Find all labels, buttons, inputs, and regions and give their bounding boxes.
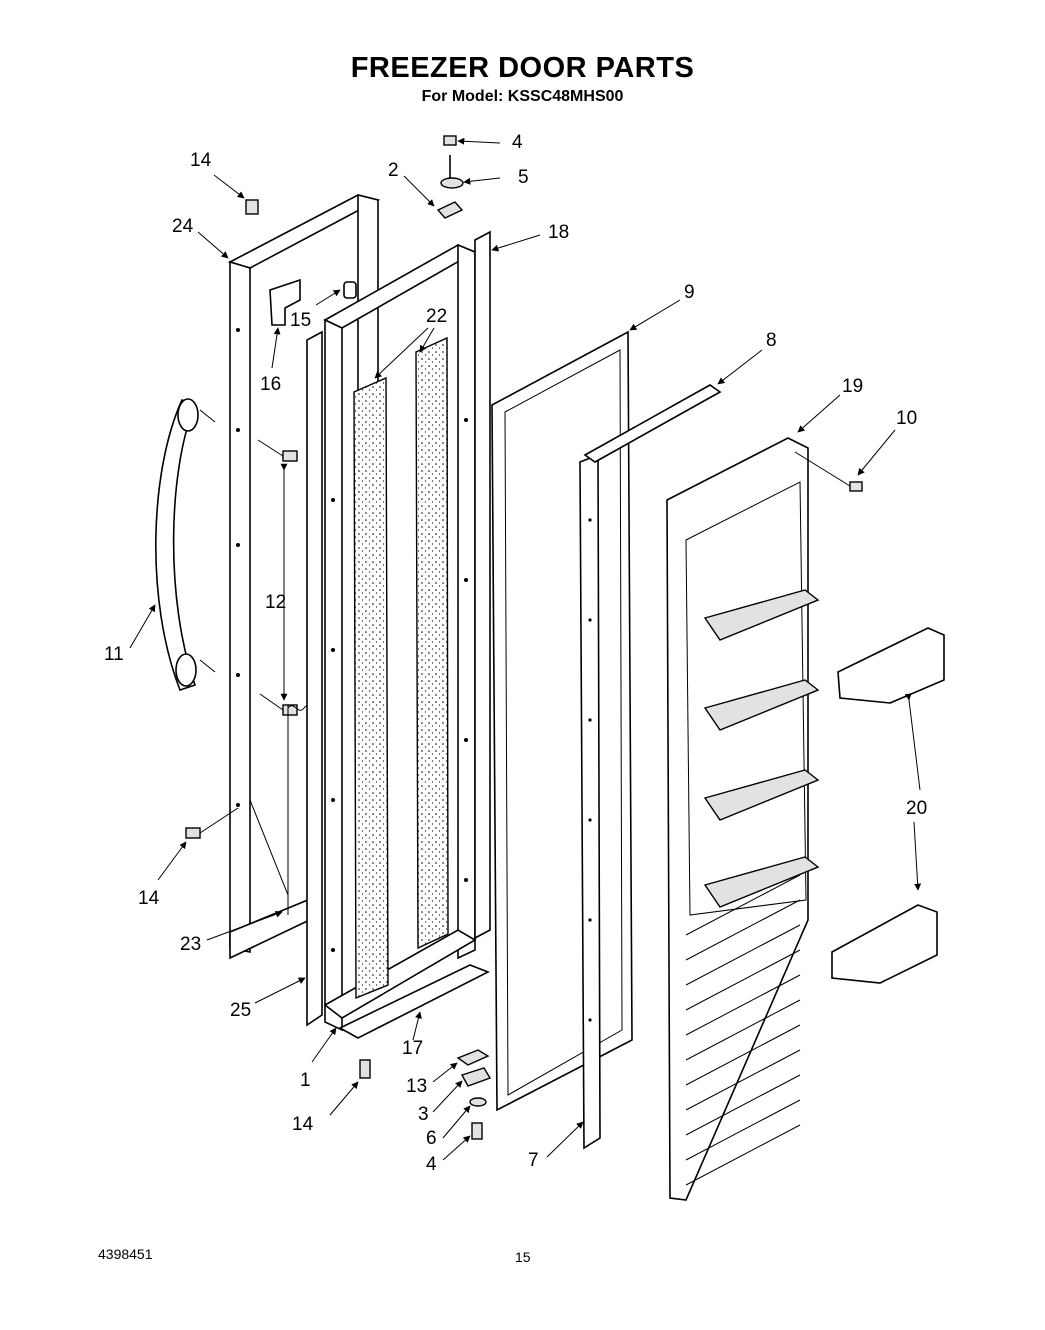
hinge-cap	[343, 281, 357, 299]
model-subtitle: For Model: KSSC48MHS00	[421, 88, 624, 105]
callout-16: 16	[260, 374, 281, 395]
callout-14: 14	[138, 888, 160, 909]
callout-1: 1	[300, 1070, 311, 1091]
callout-17: 17	[402, 1038, 423, 1059]
callout-10: 10	[896, 408, 917, 429]
right-trim-strip	[474, 230, 491, 940]
page-number: 15	[515, 1249, 531, 1265]
handle-screws	[257, 439, 298, 716]
bottom-hinge-assembly	[359, 1049, 492, 1140]
door-inner-liner	[666, 437, 820, 1201]
callout-20: 20	[906, 798, 927, 819]
callout-15: 15	[290, 310, 311, 331]
callout-6: 6	[426, 1128, 437, 1149]
screws	[185, 199, 863, 839]
callout-23: 23	[180, 934, 201, 955]
callout-5: 5	[518, 167, 529, 188]
liner-ribs	[685, 899, 801, 1186]
callout-2: 2	[388, 160, 399, 181]
callout-9: 9	[684, 282, 695, 303]
callout-22: 22	[426, 306, 447, 327]
leader-lines	[129, 137, 922, 1161]
top-hinge-assembly	[436, 135, 464, 219]
left-trim-strip	[306, 330, 323, 1027]
callout-13: 13	[406, 1076, 427, 1097]
callout-14: 14	[292, 1114, 314, 1135]
door-handle	[155, 398, 216, 691]
door-liner-frame	[323, 243, 477, 1032]
callout-labels: 14 24 2 4 5 18 15 22 16 9 8 19 10 12 11 …	[104, 132, 927, 1175]
callout-11: 11	[104, 644, 124, 665]
callout-25: 25	[230, 1000, 251, 1021]
hinge-bracket	[269, 278, 301, 326]
callout-7: 7	[528, 1150, 539, 1171]
door-shelves	[703, 589, 820, 908]
bottom-trim	[338, 964, 490, 1039]
callout-24: 24	[172, 216, 194, 237]
callout-19: 19	[842, 376, 863, 397]
callout-8: 8	[766, 330, 777, 351]
door-bins	[831, 627, 945, 984]
callout-4: 4	[512, 132, 523, 153]
callout-14: 14	[190, 150, 212, 171]
page-title: FREEZER DOOR PARTS	[350, 52, 695, 84]
callout-18: 18	[548, 222, 569, 243]
breaker-strip	[579, 453, 601, 1150]
callout-12: 12	[265, 592, 286, 613]
callout-3: 3	[418, 1104, 429, 1125]
liner-top-strip	[583, 384, 722, 463]
document-number: 4398451	[98, 1246, 153, 1262]
callout-4: 4	[426, 1154, 437, 1175]
